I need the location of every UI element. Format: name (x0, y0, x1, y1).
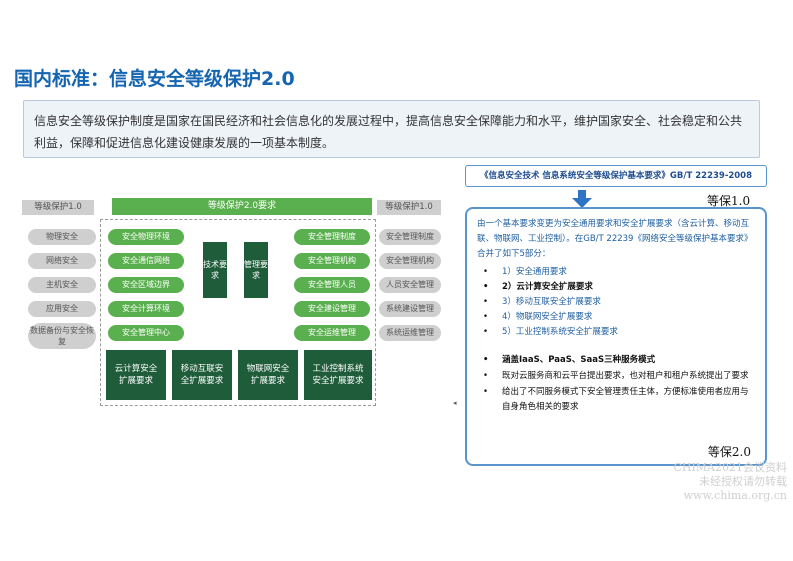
requirements-frame (100, 219, 376, 406)
panel-list-item: 1）安全通用要求 (477, 265, 755, 280)
standard-label: 《信息安全技术 信息系统安全等级保护基本要求》GB/T 22239-2008 (465, 165, 767, 187)
page-title: 国内标准：信息安全等级保护2.0 (14, 68, 295, 90)
feature-item: 既对云服务商和云平台提出要求，也对租户和租户系统提出了要求 (477, 369, 755, 384)
panel-list-item: 5）工业控制系统安全扩展要求 (477, 325, 755, 340)
legacy-left-item: 主机安全 (28, 277, 96, 293)
intro-box: 信息安全等级保护制度是国家在国民经济和社会信息化的发展过程中，提高信息安全保障能… (23, 100, 760, 158)
feature-item: 给出了不同服务模式下安全管理责任主体，方便标准使用者应用与自身角色相关的要求 (477, 385, 755, 415)
new-left-item: 安全区域边界 (108, 277, 184, 293)
arrow-down-icon (572, 190, 592, 208)
legacy-left-item: 应用安全 (28, 301, 96, 317)
legacy-right-item: 安全管理机构 (379, 253, 441, 269)
extension-box-iot: 物联网安全扩展要求 (238, 350, 298, 400)
watermark: CHIMA2021会议资料 未经授权请勿转载 www.chima.org.cn (662, 461, 787, 503)
new-requirements-header: 等级保护2.0要求 (112, 198, 372, 215)
mgmt-requirements-box: 管理要求 (244, 242, 268, 298)
legacy-right-item: 系统运维管理 (379, 325, 441, 341)
new-right-item: 安全运维管理 (294, 325, 370, 341)
new-right-item: 安全管理制度 (294, 229, 370, 245)
legacy-left-item: 网络安全 (28, 253, 96, 269)
legacy-right-item: 安全管理制度 (379, 229, 441, 245)
level2-label: 等保2.0 (707, 445, 751, 459)
feature-list: 涵盖IaaS、PaaS、SaaS三种服务模式 既对云服务商和云平台提出要求，也对… (477, 353, 755, 415)
level2-panel: 由一个基本要求变更为安全通用要求和安全扩展要求（含云计算、移动互联、物联网、工业… (465, 207, 767, 466)
tech-requirements-box: 技术要求 (203, 242, 227, 298)
new-left-item: 安全管理中心 (108, 325, 184, 341)
feature-item: 涵盖IaaS、PaaS、SaaS三种服务模式 (477, 353, 755, 368)
cursor-mark-icon: ◂ (453, 399, 457, 407)
extension-box-industrial: 工业控制系统安全扩展要求 (304, 350, 372, 400)
panel-list-item: 2）云计算安全扩展要求 (477, 280, 755, 295)
new-right-item: 安全建设管理 (294, 301, 370, 317)
extension-box-mobile: 移动互联安全扩展要求 (172, 350, 232, 400)
watermark-line: CHIMA2021会议资料 (673, 461, 787, 474)
new-right-item: 安全管理人员 (294, 277, 370, 293)
panel-list-item: 4）物联网安全扩展要求 (477, 310, 755, 325)
watermark-line: 未经授权请勿转载 (699, 475, 787, 488)
watermark-line: www.chima.org.cn (683, 489, 787, 502)
legacy-right-header: 等级保护1.0 (377, 200, 441, 215)
new-left-item: 安全计算环境 (108, 301, 184, 317)
panel-description: 由一个基本要求变更为安全通用要求和安全扩展要求（含云计算、移动互联、物联网、工业… (477, 219, 753, 259)
legacy-right-item: 系统建设管理 (379, 301, 441, 317)
legacy-left-item: 物理安全 (28, 229, 96, 245)
level1-label: 等保1.0 (707, 194, 751, 208)
legacy-left-header: 等级保护1.0 (22, 200, 94, 215)
panel-list-item: 3）移动互联安全扩展要求 (477, 295, 755, 310)
new-left-item: 安全物理环境 (108, 229, 184, 245)
new-left-item: 安全通信网络 (108, 253, 184, 269)
level-protection-diagram: 等级保护1.0 等级保护1.0 等级保护2.0要求 物理安全 网络安全 主机安全… (22, 188, 442, 406)
legacy-right-item: 人员安全管理 (379, 277, 441, 293)
extension-box-cloud: 云计算安全扩展要求 (106, 350, 166, 400)
new-right-item: 安全管理机构 (294, 253, 370, 269)
legacy-left-item: 数据备份与安全恢复 (28, 323, 96, 349)
